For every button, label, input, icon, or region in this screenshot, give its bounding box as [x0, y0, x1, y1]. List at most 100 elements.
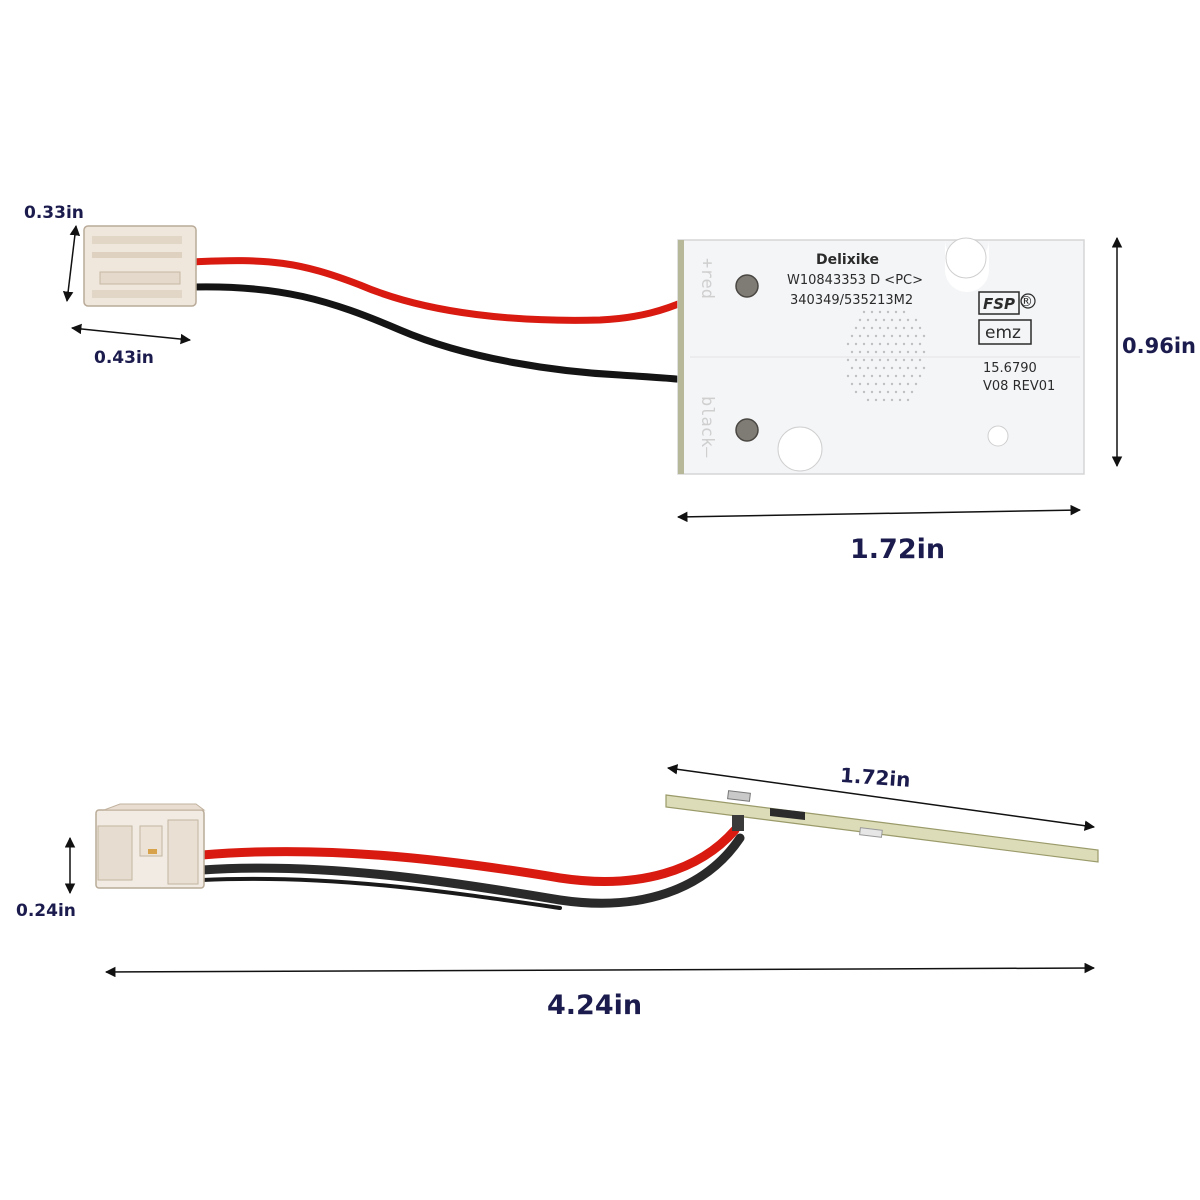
led-dot: [890, 350, 894, 354]
led-dot: [878, 342, 882, 346]
led-dot: [870, 310, 874, 314]
dim-connector-height-side: 0.24in: [16, 901, 76, 921]
board-fsp-logo: FSP: [983, 295, 1015, 313]
connector-side: [95, 803, 206, 889]
black-wire-side: [197, 833, 745, 908]
led-dot: [874, 350, 878, 354]
led-dot: [878, 374, 882, 378]
red-wire-side: [197, 825, 740, 886]
led-dot: [874, 398, 878, 402]
led-dot: [850, 334, 854, 338]
led-dot: [882, 366, 886, 370]
led-dot: [918, 342, 922, 346]
led-dot: [910, 326, 914, 330]
top-view: +red black– Delixike W10843353 D <PC> 34…: [24, 203, 1196, 565]
led-dot: [874, 382, 878, 386]
led-dot: [914, 334, 918, 338]
dim-arrow-total-length: [104, 962, 1096, 978]
led-dot: [846, 374, 850, 378]
led-dot: [890, 398, 894, 402]
led-dot: [890, 318, 894, 322]
led-dot: [906, 318, 910, 322]
board-emz-logo: emz: [985, 323, 1021, 343]
led-dot: [898, 398, 902, 402]
dim-arrow-connector-height-top: [62, 224, 81, 303]
led-dot: [862, 374, 866, 378]
led-dot: [914, 318, 918, 322]
side-view: 1.72in 0.24in 4.24in: [16, 763, 1099, 1021]
led-dot: [882, 398, 886, 402]
dim-connector-width-top: 0.43in: [94, 348, 154, 368]
led-dot: [858, 366, 862, 370]
dim-board-height: 0.96in: [1122, 334, 1196, 358]
led-dot: [894, 326, 898, 330]
led-dot: [870, 390, 874, 394]
led-dot: [854, 342, 858, 346]
led-dot: [918, 358, 922, 362]
dim-board-width-top: 1.72in: [850, 534, 945, 565]
dim-arrow-connector-width-top: [70, 323, 192, 345]
led-dot: [886, 374, 890, 378]
led-dot: [898, 334, 902, 338]
led-dot: [870, 358, 874, 362]
pcb-board-top: +red black– Delixike W10843353 D <PC> 34…: [677, 237, 1085, 475]
led-dot: [890, 382, 894, 386]
led-dot: [906, 382, 910, 386]
led-dot: [902, 390, 906, 394]
led-dot: [902, 310, 906, 314]
led-dot: [862, 358, 866, 362]
led-dot: [910, 390, 914, 394]
led-dot: [870, 342, 874, 346]
led-dot: [878, 358, 882, 362]
mount-hole-top-right: [945, 237, 987, 279]
led-dot: [854, 374, 858, 378]
led-dot: [906, 334, 910, 338]
board-number: 15.6790: [983, 361, 1037, 376]
led-dot: [914, 382, 918, 386]
board-part-number: W10843353 D <PC>: [787, 273, 923, 288]
led-dot: [850, 382, 854, 386]
led-dot: [902, 374, 906, 378]
led-dot: [850, 366, 854, 370]
led-dot: [910, 342, 914, 346]
led-dot: [858, 382, 862, 386]
led-dot: [910, 374, 914, 378]
led-dot: [898, 318, 902, 322]
led-dot: [902, 358, 906, 362]
label-red-wire: +red: [697, 258, 717, 299]
led-dot: [866, 382, 870, 386]
led-dot: [870, 374, 874, 378]
led-dot: [914, 350, 918, 354]
connector-top: [83, 225, 197, 307]
led-dot: [894, 310, 898, 314]
led-dot: [922, 334, 926, 338]
led-dot: [878, 310, 882, 314]
board-revision: V08 REV01: [983, 379, 1055, 394]
led-dot: [922, 350, 926, 354]
led-dot: [866, 318, 870, 322]
led-dot: [894, 358, 898, 362]
led-dot: [890, 334, 894, 338]
led-dot: [850, 350, 854, 354]
led-dot: [866, 398, 870, 402]
led-dot: [918, 374, 922, 378]
led-dot: [902, 326, 906, 330]
led-dot: [902, 342, 906, 346]
led-dot: [886, 310, 890, 314]
led-dot: [922, 366, 926, 370]
led-dot: [862, 390, 866, 394]
led-dot: [894, 342, 898, 346]
board-registered-mark: ®: [1019, 294, 1033, 310]
led-dot: [882, 318, 886, 322]
board-code: 340349/535213M2: [790, 293, 913, 308]
screw-top: [735, 274, 759, 298]
led-dot: [906, 350, 910, 354]
led-dot: [854, 358, 858, 362]
led-dot: [854, 326, 858, 330]
led-dot: [882, 334, 886, 338]
led-dot: [866, 350, 870, 354]
black-wire-top: [188, 283, 690, 384]
red-wire-top: [188, 257, 692, 324]
led-dot: [878, 390, 882, 394]
